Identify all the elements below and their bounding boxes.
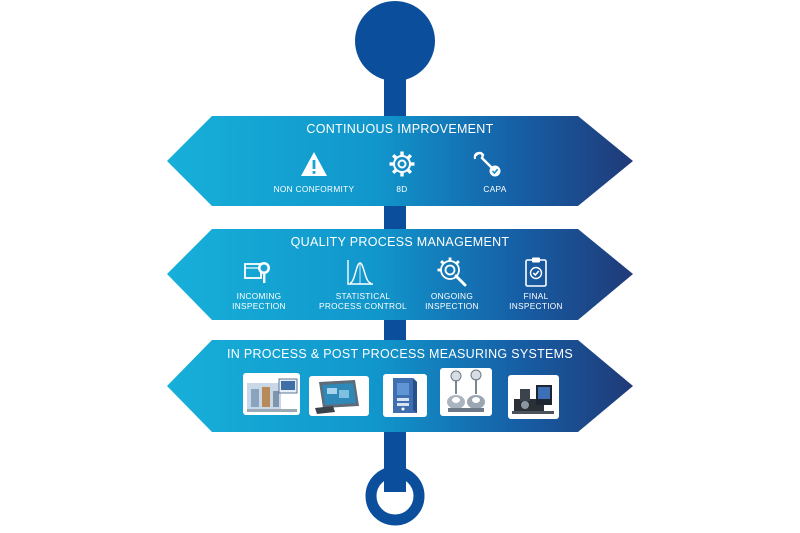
wrench-check-icon — [473, 151, 501, 177]
warning-triangle-icon — [301, 152, 327, 176]
banner-title-quality-process-management: QUALITY PROCESS MANAGEMENT — [290, 235, 510, 249]
item-label-non-conformity: NON CONFORMITY — [273, 184, 355, 194]
item-label-ongoing-inspection: ONGOING INSPECTION — [412, 291, 492, 311]
banner-shape-2 — [167, 229, 633, 320]
item-label-line-1: STATISTICAL — [335, 291, 391, 301]
gauge-stands-image — [440, 368, 492, 416]
touchscreen-terminal-image — [309, 376, 369, 416]
item-label-final-inspection: FINAL INSPECTION — [498, 291, 574, 311]
bench-gauge-image — [508, 375, 559, 419]
bell-curve-icon — [347, 260, 373, 285]
gear-magnifier-icon — [437, 257, 467, 287]
item-label-line-1: ONGOING — [430, 291, 474, 301]
control-unit-image — [383, 374, 427, 417]
item-label-8d: 8D — [396, 184, 408, 194]
banner-title-measuring-systems: IN PROCESS & POST PROCESS MEASURING SYST… — [226, 347, 574, 361]
item-label-line-2: INSPECTION — [232, 301, 286, 311]
item-label-line-2: INSPECTION — [425, 301, 479, 311]
post-top-circle — [355, 1, 435, 81]
post-bottom-ring — [365, 466, 425, 526]
item-label-incoming-inspection: INCOMING INSPECTION — [216, 291, 302, 311]
clipboard-check-icon — [525, 257, 547, 287]
gear-cog-icon — [389, 151, 415, 177]
item-label-statistical-process-control: STATISTICAL PROCESS CONTROL — [310, 291, 416, 311]
banner-title-continuous-improvement: CONTINUOUS IMPROVEMENT — [306, 122, 494, 136]
item-label-line-1: INCOMING — [236, 291, 282, 301]
item-label-line-2: INSPECTION — [509, 301, 563, 311]
item-label-line-2: PROCESS CONTROL — [319, 301, 407, 311]
item-label-capa: CAPA — [483, 184, 507, 194]
magnifier-box-icon — [244, 262, 270, 283]
measuring-station-image — [243, 373, 300, 415]
item-label-line-1: FINAL — [523, 291, 549, 301]
